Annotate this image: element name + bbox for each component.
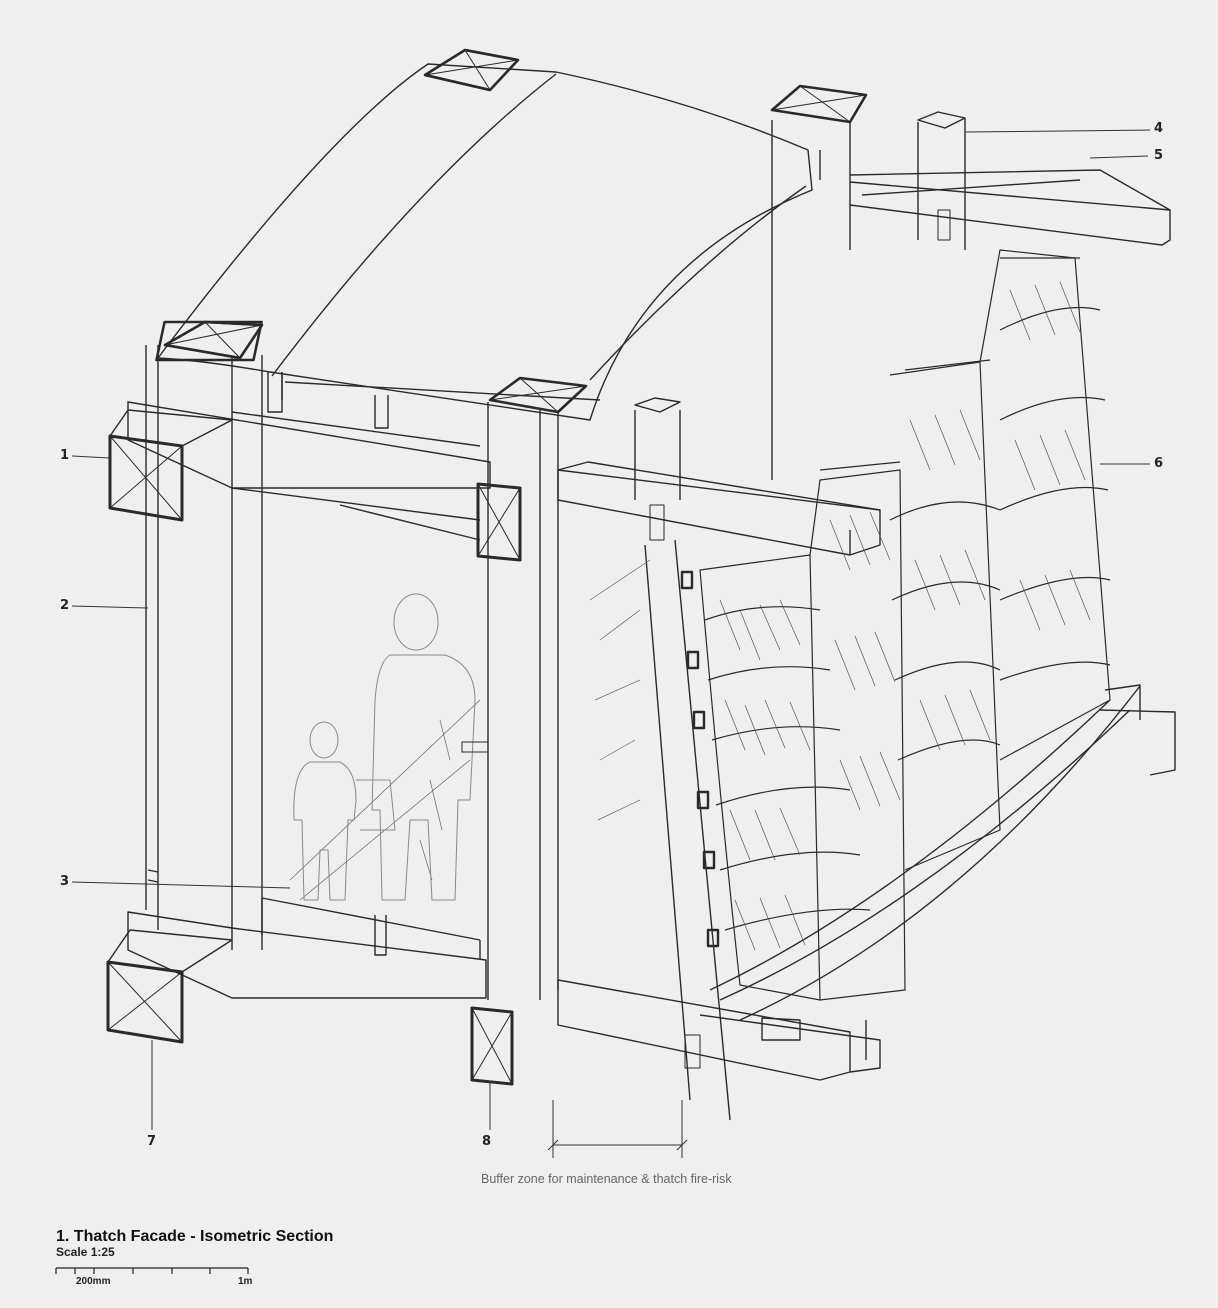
buffer-dimension xyxy=(547,1100,688,1158)
beam-end-boxes xyxy=(106,409,522,1086)
buffer-zone-label: Buffer zone for maintenance & thatch fir… xyxy=(481,1172,732,1186)
scale-bar-label-1m: 1m xyxy=(238,1276,253,1287)
scale-bar xyxy=(55,1267,249,1274)
callout-7: 7 xyxy=(147,1134,157,1149)
column-brackets xyxy=(680,570,720,948)
callout-4: 4 xyxy=(1154,121,1164,136)
lower-beam xyxy=(127,897,487,999)
tall-posts xyxy=(634,111,966,1121)
back-posts xyxy=(771,120,851,480)
callout-6: 6 xyxy=(1154,456,1164,471)
drawing-title: 1. Thatch Facade - Isometric Section xyxy=(56,1228,334,1245)
callout-2: 2 xyxy=(60,598,70,613)
upper-beam xyxy=(127,401,491,541)
callout-3: 3 xyxy=(60,874,70,889)
scale-label: Scale 1:25 xyxy=(56,1245,115,1259)
thatch-hatching xyxy=(719,281,1091,951)
callout-5: 5 xyxy=(1154,148,1164,163)
scale-bar-label-200mm: 200mm xyxy=(76,1276,111,1287)
thatch-panels xyxy=(699,249,1111,1001)
front-left-column xyxy=(145,345,263,950)
callout-leaders xyxy=(71,129,1151,1130)
curved-roof-slab xyxy=(157,63,813,429)
top-post-caps xyxy=(155,48,868,414)
callout-8: 8 xyxy=(482,1134,492,1149)
front-right-column xyxy=(487,402,559,1000)
bottom-rails xyxy=(709,685,1141,1060)
people-silhouettes xyxy=(293,593,489,901)
cantilever-beams xyxy=(557,169,1176,1081)
glass-panel-hatching xyxy=(289,559,651,901)
callout-1: 1 xyxy=(60,448,70,463)
